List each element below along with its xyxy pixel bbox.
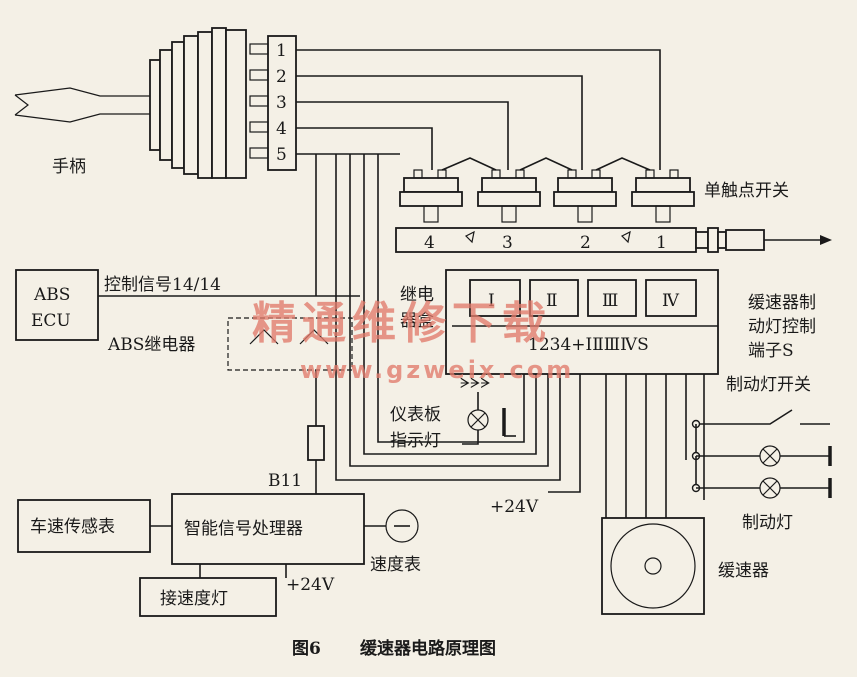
relay-box: Ⅰ Ⅱ Ⅲ Ⅳ 1234+ⅠⅡⅢⅣS bbox=[445, 269, 719, 375]
switch-label: 单触点开关 bbox=[704, 181, 789, 201]
terminal-s-line2: 动灯控制 bbox=[748, 317, 816, 337]
speedometer-label: 速度表 bbox=[370, 555, 421, 575]
switch-position-3: 3 bbox=[502, 233, 513, 253]
switch-unit-4 bbox=[399, 169, 463, 223]
speedometer bbox=[385, 509, 419, 543]
handle-label: 手柄 bbox=[52, 157, 86, 177]
relay-2: Ⅱ bbox=[546, 291, 558, 311]
processor-label: 智能信号处理器 bbox=[184, 519, 303, 539]
pin-4: 4 bbox=[276, 119, 287, 139]
switch-unit-1 bbox=[631, 169, 695, 223]
switch-unit-3 bbox=[477, 169, 541, 223]
retarder bbox=[601, 517, 705, 615]
abs-relay-label: ABS继电器 bbox=[107, 335, 195, 355]
pin-5: 5 bbox=[276, 145, 287, 165]
relay-4: Ⅳ bbox=[662, 291, 680, 311]
brake-lamp-label: 制动灯 bbox=[742, 513, 793, 533]
speed-lamp-box: 接速度灯 bbox=[139, 577, 277, 617]
handle-drawing bbox=[14, 27, 247, 179]
lamp-coil-marks: ᗒᗒᗒ bbox=[460, 376, 491, 392]
speed-sensor-label: 车速传感表 bbox=[30, 517, 115, 537]
pin-connectors bbox=[249, 43, 269, 159]
abs-relay: ABS继电器 bbox=[107, 317, 353, 426]
switch-unit-2 bbox=[553, 169, 617, 223]
brake-switch-label: 制动灯开关 bbox=[726, 375, 811, 395]
handle-wires bbox=[296, 49, 661, 170]
cam-shaft: 4 3 2 1 bbox=[395, 227, 832, 253]
b11-label: B11 bbox=[268, 471, 302, 491]
instrument-lamp-line1: 仪表板 bbox=[390, 405, 441, 425]
switch-position-2: 2 bbox=[580, 233, 591, 253]
watermark-cn: 精通维修下载 bbox=[252, 298, 552, 349]
switch-position-1: 1 bbox=[656, 233, 667, 253]
brake-switch-circuit: 制动灯开关 bbox=[691, 375, 832, 499]
abs-ecu-line2: ECU bbox=[31, 311, 71, 331]
pin-2: 2 bbox=[276, 67, 287, 87]
switch-position-4: 4 bbox=[424, 233, 435, 253]
relay-terminals: 1234+ⅠⅡⅢⅣS bbox=[528, 335, 649, 355]
pin-1: 1 bbox=[276, 41, 287, 61]
vertical-wires bbox=[315, 154, 561, 481]
speed-lamp-label: 接速度灯 bbox=[160, 589, 228, 609]
watermark-url: www.gzweix.com bbox=[300, 356, 574, 384]
pin-3: 3 bbox=[276, 93, 287, 113]
plus24-bottom: +24V bbox=[286, 575, 335, 595]
instrument-lamp-line2: 指示灯 bbox=[390, 431, 441, 451]
terminal-s-line1: 缓速器制 bbox=[748, 293, 816, 313]
handle-pin-block: 1 2 3 4 5 bbox=[249, 35, 297, 171]
relay-1: Ⅰ bbox=[488, 291, 495, 311]
speed-sensor-box: 车速传感表 bbox=[17, 499, 151, 553]
single-contact-switches bbox=[399, 157, 695, 223]
instrument-lamp: ᗒᗒᗒ bbox=[460, 376, 516, 445]
relay-box-label-2: 器盒 bbox=[400, 311, 434, 331]
resistor bbox=[307, 425, 325, 494]
processor-box: 智能信号处理器 bbox=[171, 493, 365, 565]
abs-ecu-line1: ABS bbox=[33, 285, 70, 305]
relay-3: Ⅲ bbox=[602, 291, 618, 311]
relay-box-label-1: 继电 bbox=[400, 285, 434, 305]
terminal-s-line3: 端子S bbox=[748, 341, 794, 361]
figure-number: 图6 bbox=[292, 639, 321, 659]
figure-title: 缓速器电路原理图 bbox=[360, 638, 496, 659]
plus24-top: +24V bbox=[490, 497, 539, 517]
control-signal-label: 控制信号14/14 bbox=[104, 275, 221, 295]
abs-ecu-box: ABS ECU bbox=[15, 269, 99, 341]
retarder-label: 缓速器 bbox=[718, 561, 769, 581]
